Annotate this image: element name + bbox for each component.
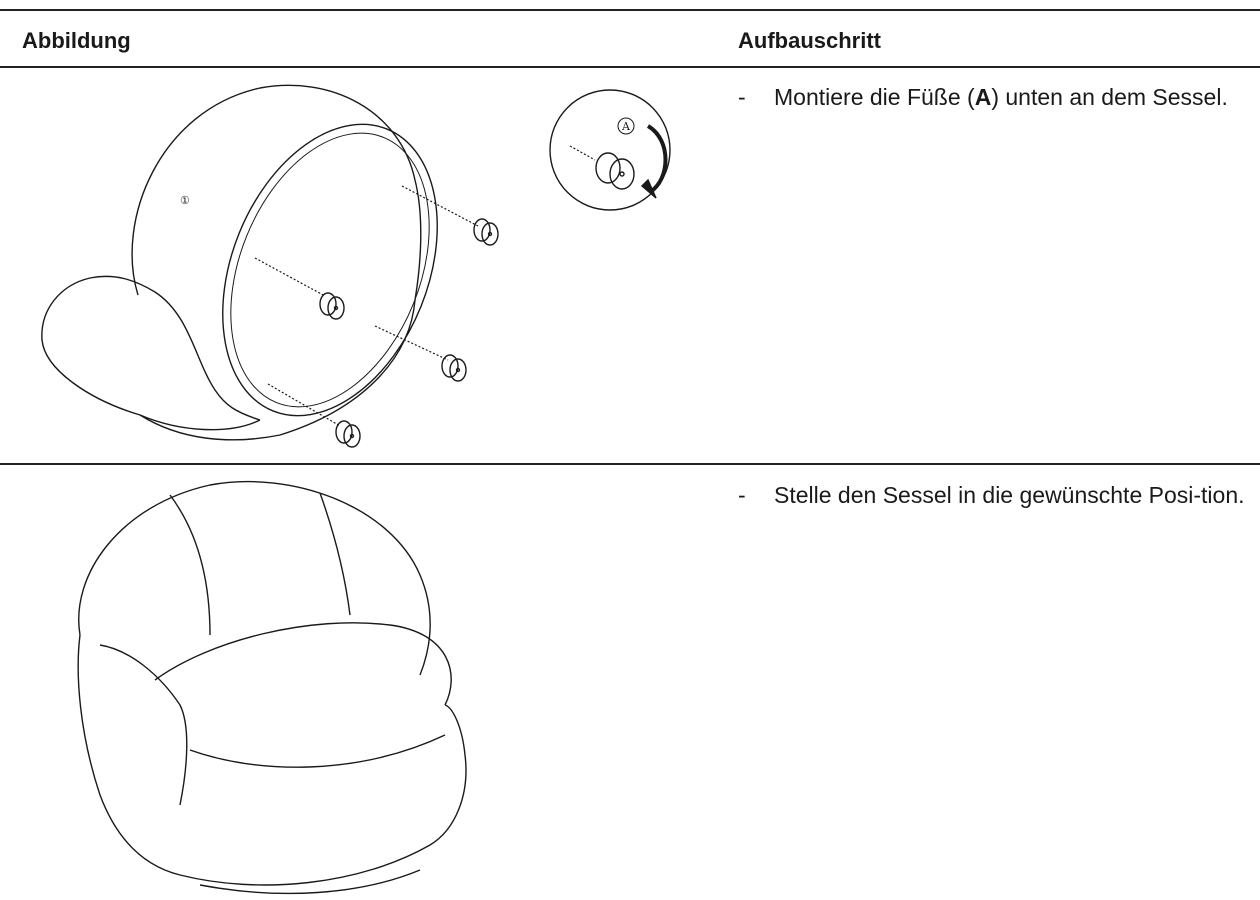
foot-1 xyxy=(473,218,499,246)
row-divider xyxy=(0,463,1260,465)
screw-line-2 xyxy=(254,257,326,297)
detail-label-a: A xyxy=(621,120,631,133)
rotation-arrow-icon xyxy=(646,124,668,194)
part-label-1: ① xyxy=(180,194,190,207)
chair-shell-outline xyxy=(131,84,422,301)
foot-2 xyxy=(319,292,345,320)
base-ring-inner xyxy=(230,132,430,408)
rotation-arrowhead xyxy=(640,178,657,199)
detail-circle xyxy=(549,89,671,211)
step-bullet: - xyxy=(738,84,746,110)
header-step: Aufbauschritt xyxy=(738,28,881,53)
chair-back-seam-2 xyxy=(319,492,351,616)
chair-body-lower xyxy=(179,704,467,886)
left-arm xyxy=(77,634,181,876)
step-text: Montiere die Füße (A) unten an dem Sesse… xyxy=(774,84,1228,110)
seat-cushion-edge xyxy=(139,414,261,431)
seat-cushion-front xyxy=(189,734,446,768)
detail-foot xyxy=(595,152,635,190)
foot-3 xyxy=(441,354,467,382)
step-text: Stelle den Sessel in die gewünschte Posi… xyxy=(774,482,1245,508)
foot-4 xyxy=(335,420,361,448)
chair-shell-inner xyxy=(139,299,416,441)
base-plate xyxy=(199,869,421,895)
step-text-bold: A xyxy=(974,84,992,110)
header-bottom-rule xyxy=(0,66,1260,68)
screw-line-3 xyxy=(374,325,449,361)
seat-cushion xyxy=(41,275,261,421)
figure-place-chair xyxy=(77,480,467,895)
header-figure: Abbildung xyxy=(22,28,131,53)
detail-label-a-ring xyxy=(617,117,635,135)
screw-line-4 xyxy=(267,383,341,427)
detail-screw xyxy=(569,145,596,161)
base-ring-outer xyxy=(222,123,438,417)
figure-mount-feet: ① A xyxy=(41,84,671,448)
left-arm-inner xyxy=(99,644,188,806)
screw-line-1 xyxy=(401,185,479,227)
seat-cushion-top xyxy=(154,622,452,706)
step-bullet: - xyxy=(738,482,746,508)
chair-back-outline xyxy=(78,480,431,676)
chair-back-seam-1 xyxy=(169,494,211,636)
table-top-rule xyxy=(0,9,1260,11)
